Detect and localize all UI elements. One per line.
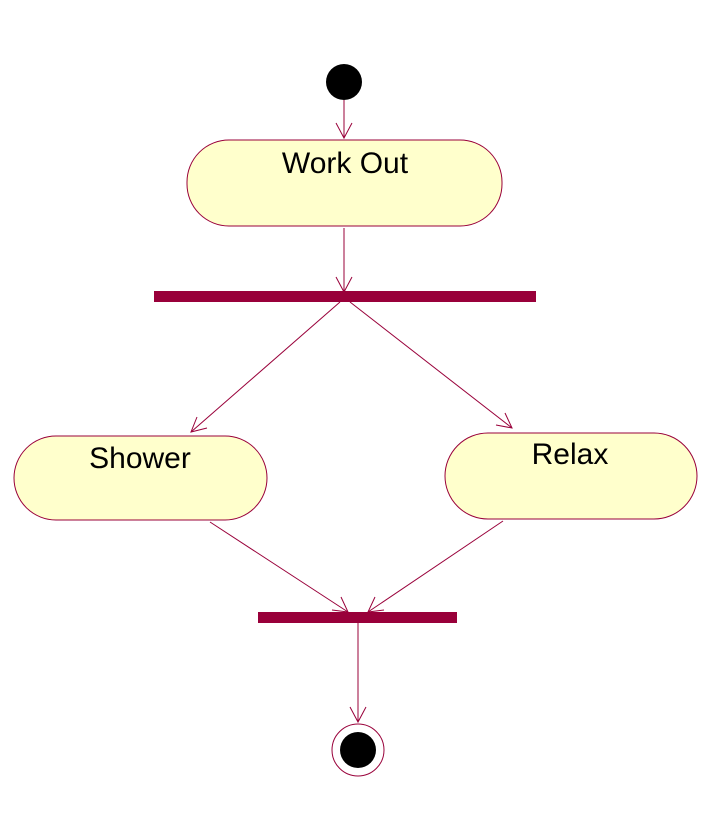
activity-relax[interactable]: Relax bbox=[444, 432, 698, 520]
arrow-workout-to-fork bbox=[335, 228, 353, 294]
arrow-shower-to-join bbox=[209, 521, 349, 613]
arrow-fork-to-shower bbox=[190, 301, 341, 433]
activity-work-out-label: Work Out bbox=[282, 147, 409, 180]
activity-shower-label: Shower bbox=[89, 442, 191, 475]
initial-node bbox=[326, 64, 362, 100]
fork-bar bbox=[154, 291, 536, 302]
activity-relax-label: Relax bbox=[532, 438, 609, 471]
arrow-join-to-final bbox=[349, 623, 367, 724]
arrow-relax-to-join bbox=[367, 520, 504, 613]
arrow-initial-to-workout bbox=[335, 100, 353, 140]
final-node bbox=[331, 723, 385, 777]
arrow-fork-to-relax bbox=[349, 301, 513, 429]
activity-work-out[interactable]: Work Out bbox=[186, 139, 503, 227]
activity-shower[interactable]: Shower bbox=[13, 435, 268, 521]
join-bar bbox=[258, 612, 457, 623]
